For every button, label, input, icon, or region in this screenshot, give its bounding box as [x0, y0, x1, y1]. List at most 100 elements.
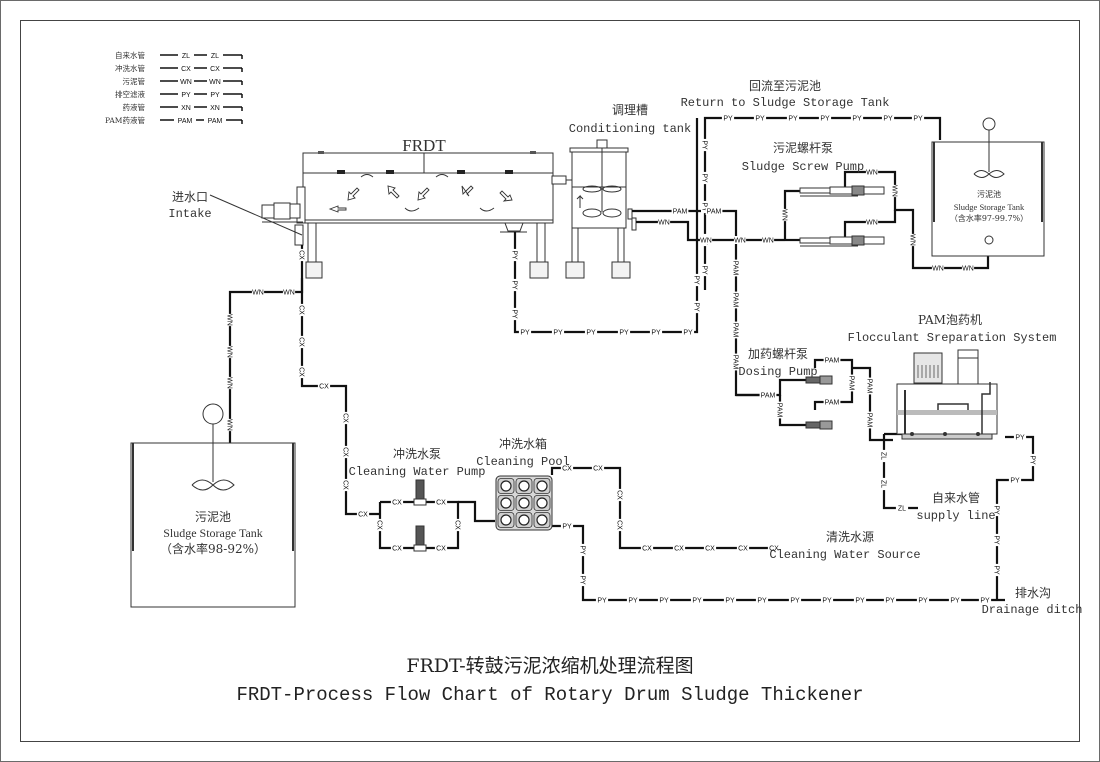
- pipe-tag-py: PY: [850, 114, 864, 123]
- pipe-tag-py: PY: [755, 596, 769, 605]
- pipe-tag-cx: CX: [591, 464, 605, 473]
- svg-text:WN: WN: [226, 377, 233, 389]
- svg-text:WN: WN: [226, 419, 233, 431]
- svg-text:PY: PY: [701, 173, 708, 183]
- pipe-tag-pam: PAM: [823, 398, 841, 407]
- pipe-tag-py: PY: [511, 278, 519, 292]
- pipe-tag-cx: CX: [390, 544, 404, 553]
- pipe-tag-wn: WN: [251, 288, 265, 297]
- svg-text:PY: PY: [885, 598, 895, 605]
- pam-system-label-en: Flocculant Sreparation System: [848, 331, 1057, 345]
- svg-text:PY: PY: [725, 598, 735, 605]
- svg-text:PY: PY: [993, 565, 1000, 575]
- svg-text:CX: CX: [642, 546, 652, 553]
- svg-text:PY: PY: [701, 202, 708, 212]
- pipe-tag-cx: CX: [342, 478, 350, 492]
- pipe-tag-py: PY: [723, 596, 737, 605]
- svg-text:CX: CX: [738, 546, 748, 553]
- svg-text:PY: PY: [1029, 455, 1036, 465]
- pipe-tag-zl: ZL: [880, 449, 888, 463]
- svg-text:PAM: PAM: [825, 400, 840, 407]
- tank-right-label-en: Sludge Storage Tank: [954, 202, 1025, 212]
- pipe-tag-py: PY: [948, 596, 962, 605]
- return-label-en: Return to Sludge Storage Tank: [681, 96, 890, 110]
- pipe-tag-py: PY: [657, 596, 671, 605]
- pipe-tag-cx: CX: [767, 544, 781, 553]
- pipe-tag-cx: CX: [390, 498, 404, 507]
- pipe-tag-wn: WN: [961, 264, 975, 273]
- pipe-tag-py: PY: [818, 114, 832, 123]
- intake-label-zh: 进水口: [172, 190, 208, 204]
- svg-text:PY: PY: [693, 275, 700, 285]
- pipe-tag-wn: WN: [733, 236, 747, 245]
- pipe-tag-py: PY: [511, 307, 519, 321]
- pipe-tag-pam: PAM: [848, 374, 856, 392]
- rotation-arrows: [328, 174, 513, 213]
- svg-text:WN: WN: [226, 346, 233, 358]
- svg-text:PY: PY: [562, 524, 572, 531]
- pipe-tag-py: PY: [701, 138, 709, 152]
- pipe-tag-wn: WN: [226, 313, 234, 327]
- svg-text:PAM: PAM: [866, 379, 873, 394]
- tank-left-note: （含水率98-92%）: [160, 541, 266, 556]
- pipe-tag-py: PY: [916, 596, 930, 605]
- pipe-tag-py: PY: [617, 328, 631, 337]
- pipe-tag-cx: CX: [342, 411, 350, 425]
- pipe-tag-pam: PAM: [759, 391, 777, 400]
- svg-text:PY: PY: [918, 598, 928, 605]
- pool-cell-port: [536, 480, 548, 492]
- svg-text:PAM: PAM: [673, 209, 688, 216]
- svg-text:PY: PY: [619, 330, 629, 337]
- svg-text:PAM: PAM: [825, 358, 840, 365]
- svg-text:CX: CX: [298, 250, 305, 260]
- pipe-tag-py: PY: [649, 328, 663, 337]
- svg-text:PY: PY: [723, 116, 733, 123]
- pipe-tag-wn: WN: [226, 376, 234, 390]
- legend-code: XN: [181, 105, 191, 112]
- drainage-label-en: Drainage ditch: [982, 603, 1083, 617]
- svg-text:WN: WN: [866, 220, 878, 227]
- pipe-tag-py: PY: [820, 596, 834, 605]
- pipe-tag-py: PY: [786, 114, 800, 123]
- pipe-tag-py: PY: [1029, 453, 1037, 467]
- svg-text:PY: PY: [701, 140, 708, 150]
- svg-text:WN: WN: [866, 170, 878, 177]
- conditioning-tank-label-en: Conditioning tank: [569, 122, 691, 136]
- frdt-label: FRDT: [402, 136, 446, 155]
- legend-code: PAM: [178, 118, 193, 125]
- pipe-tag-cx: CX: [317, 382, 331, 391]
- pipe-tag-wn: WN: [699, 236, 713, 245]
- legend-code: ZL: [182, 53, 190, 60]
- pipe-tag-py: PY: [579, 573, 587, 587]
- pool-cell-port: [536, 514, 548, 526]
- svg-text:PAM: PAM: [848, 376, 855, 391]
- pipe-tag-py: PY: [788, 596, 802, 605]
- svg-text:WN: WN: [252, 290, 264, 297]
- legend-label: 污泥管: [123, 76, 146, 86]
- pipe-tag-pam: PAM: [732, 259, 740, 277]
- pipe-tag-cx: CX: [298, 248, 306, 262]
- pipe-tag-wn: WN: [761, 236, 775, 245]
- pipe-tag-py: PY: [693, 300, 701, 314]
- pipe-tag-cx: CX: [616, 488, 624, 502]
- svg-text:WN: WN: [658, 220, 670, 227]
- svg-text:CX: CX: [616, 520, 623, 530]
- tank-left-label-en: Sludge Storage Tank: [163, 526, 263, 540]
- svg-text:PAM: PAM: [732, 323, 739, 338]
- cleaning-pool-label-zh: 冲洗水箱: [499, 436, 547, 451]
- pipe-tag-cx: CX: [640, 544, 654, 553]
- cleaning-water-pump: 冲洗水泵 Cleaning Water Pump: [349, 446, 485, 552]
- legend-label: PAM药液管: [105, 115, 145, 125]
- water-source-label-zh: 清洗水源: [826, 530, 874, 544]
- pipe-tag-cx: CX: [356, 510, 370, 519]
- pipe-tag-py: PY: [978, 596, 992, 605]
- pipe-tag-pam: PAM: [732, 321, 740, 339]
- pipe-tag-cx: CX: [434, 544, 448, 553]
- pipe-tag-cx: CX: [376, 518, 384, 532]
- pipe-tag-pam: PAM: [732, 353, 740, 371]
- svg-text:PY: PY: [651, 330, 661, 337]
- legend-code: PY: [210, 92, 220, 99]
- pipe-tag-wn: WN: [781, 208, 789, 222]
- svg-text:PY: PY: [692, 598, 702, 605]
- legend-code: PY: [181, 92, 191, 99]
